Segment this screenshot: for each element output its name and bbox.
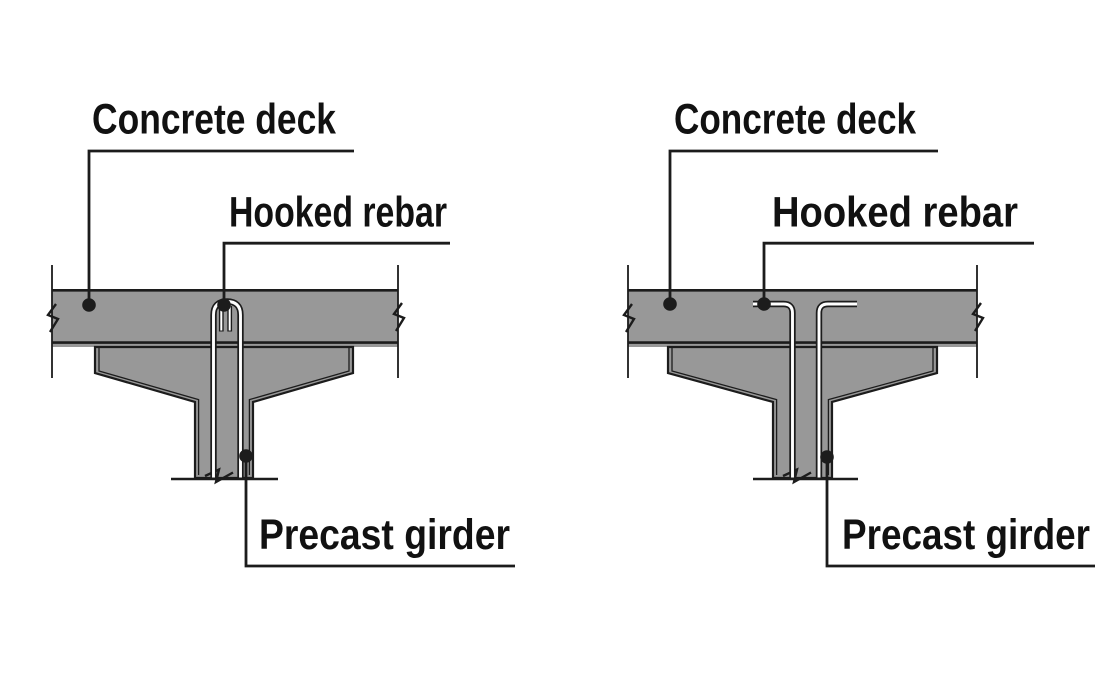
girder-body [666, 345, 939, 480]
diagram-left: Concrete deck Hooked rebar Precast girde… [46, 96, 515, 568]
girder-inner-edge-right [827, 347, 934, 475]
deck-slab [628, 289, 977, 347]
girder-body [93, 345, 355, 480]
hooked-rebar-left-bar-fill [753, 302, 794, 478]
leader-concrete-deck [87, 149, 354, 305]
callout-dot-hooked-rebar [217, 298, 231, 312]
leader-hooked-rebar [762, 241, 1034, 304]
diagram-right: Concrete deck Hooked rebar Precast girde… [622, 96, 1095, 568]
label-precast-girder: Precast girder [259, 511, 510, 559]
leader-precast-girder [244, 456, 515, 568]
callout-dot-concrete-deck [663, 297, 677, 311]
callout-dot-hooked-rebar [757, 297, 771, 311]
break-mark-deck-right [971, 302, 985, 332]
leader-hooked-rebar [222, 241, 450, 305]
label-concrete-deck: Concrete deck [92, 96, 336, 144]
break-mark-deck-left [622, 303, 636, 333]
callout-dot-concrete-deck [82, 298, 96, 312]
callout-dot-precast-girder [820, 450, 834, 464]
hooked-rebar-right-bar-fill [817, 302, 857, 478]
leader-concrete-deck [668, 149, 938, 304]
leader-precast-girder [825, 457, 1095, 568]
label-precast-girder: Precast girder [842, 511, 1090, 559]
break-mark-deck-left [46, 303, 60, 333]
girder-inner-edge-left [98, 347, 200, 475]
girder-inner-edge-right [248, 347, 350, 475]
label-hooked-rebar: Hooked rebar [229, 189, 447, 237]
callout-dot-precast-girder [239, 449, 253, 463]
label-concrete-deck: Concrete deck [674, 96, 916, 144]
girder-inner-edge-left [671, 347, 778, 475]
label-hooked-rebar: Hooked rebar [772, 189, 1018, 237]
break-mark-deck-right [392, 302, 406, 332]
